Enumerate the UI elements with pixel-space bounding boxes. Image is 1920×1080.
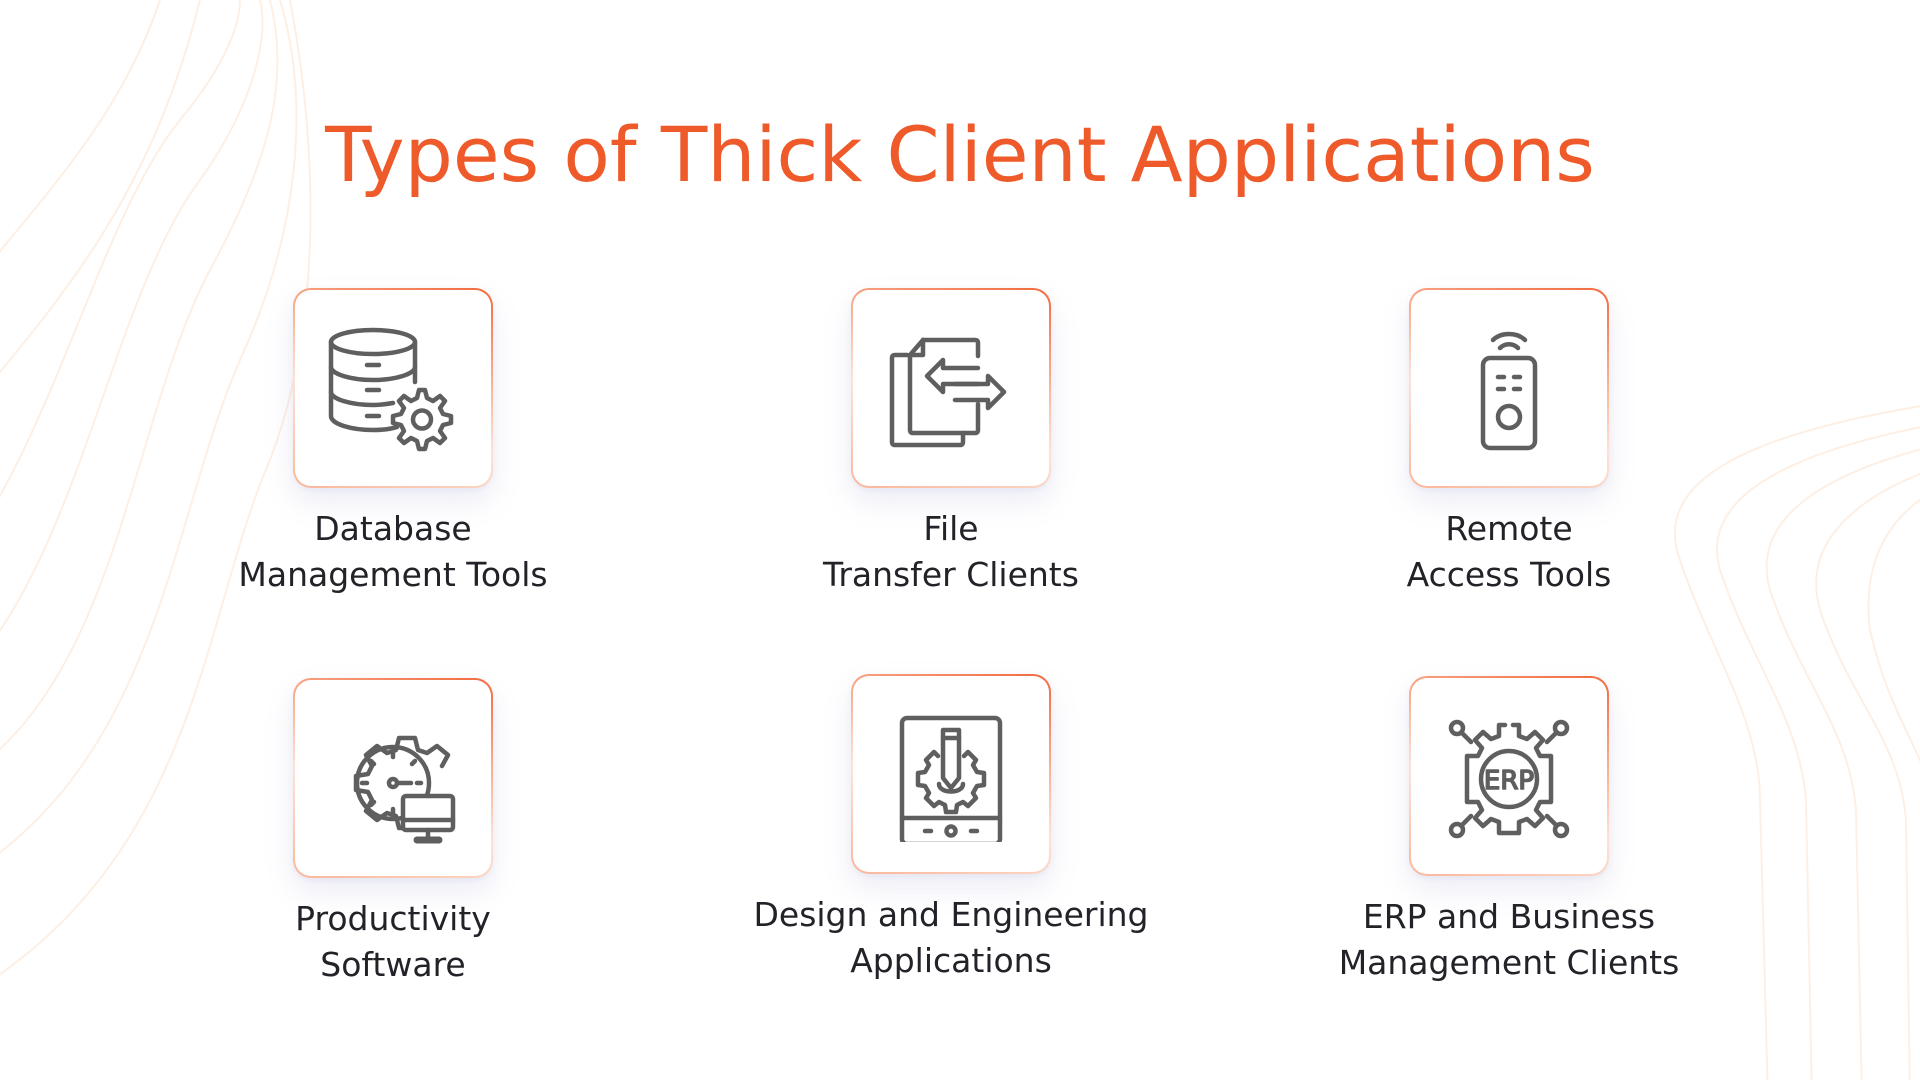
item-design-engineering-applications: Design and Engineering Applications: [721, 674, 1181, 984]
item-label: Design and Engineering Applications: [753, 895, 1149, 980]
icon-card: [1409, 288, 1609, 488]
svg-text:ERP: ERP: [1484, 766, 1534, 796]
icon-card: [851, 288, 1051, 488]
erp-gear-network-icon: ERP: [1448, 719, 1570, 839]
file-transfer-icon: [889, 337, 1007, 448]
database-gear-icon: [328, 327, 454, 452]
item-productivity-software: Productivity Software: [163, 678, 623, 988]
icon-card: [851, 674, 1051, 874]
remote-control-icon: [1480, 331, 1538, 451]
item-label: File Transfer Clients: [823, 509, 1079, 594]
icon-card: [293, 678, 493, 878]
item-erp-business-management-clients: ERP ERP and Business Management Clients: [1279, 676, 1739, 986]
icon-card: [293, 288, 493, 488]
item-file-transfer-clients: File Transfer Clients: [721, 288, 1181, 598]
item-label: Productivity Software: [295, 899, 491, 984]
item-remote-access-tools: Remote Access Tools: [1279, 288, 1739, 598]
tablet-pencil-gear-icon: [899, 715, 1003, 842]
page-title: Types of Thick Client Applications: [325, 110, 1595, 199]
item-database-management-tools: Database Management Tools: [163, 288, 623, 598]
item-label: Remote Access Tools: [1406, 509, 1612, 594]
item-label: ERP and Business Management Clients: [1338, 897, 1680, 982]
icon-card: ERP: [1409, 676, 1609, 876]
gear-clock-monitor-icon: [353, 735, 456, 844]
item-label: Database Management Tools: [238, 509, 548, 594]
